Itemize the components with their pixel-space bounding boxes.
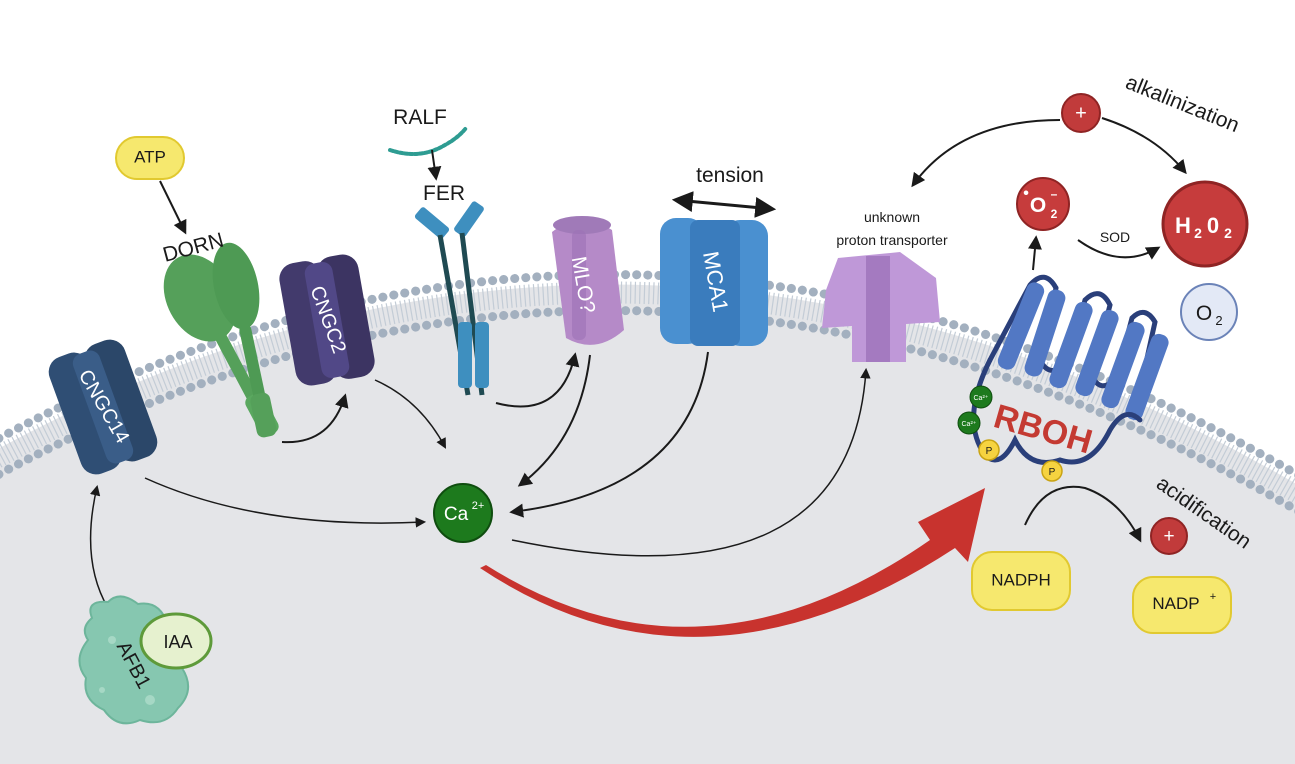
phosphate-1-label: P	[986, 446, 993, 457]
nadph-label: NADPH	[991, 570, 1051, 589]
cngc2-channel: CNGC2	[279, 254, 375, 386]
rboh-calcium-1: Ca²⁺	[969, 385, 993, 409]
proton-to-transporter-arrow	[911, 119, 1061, 188]
mca1-to-calcium-arrow	[509, 351, 709, 518]
dorn-to-cngc2-arrow	[281, 393, 349, 444]
phosphate-2-label: P	[1049, 467, 1056, 478]
rboh-calcium-2: Ca²⁺	[957, 411, 981, 435]
o2-molecule: O 2	[1180, 283, 1238, 341]
tension-label: tension	[696, 164, 764, 187]
superoxide-sub: 2	[1051, 207, 1058, 221]
h2o2-molecule: H 2 0 2	[1161, 180, 1249, 268]
phosphate-1: P	[978, 439, 1000, 461]
proton-to-h2o2-arrow	[1101, 117, 1187, 175]
rboh-enzyme	[971, 274, 1169, 465]
ralf-label: RALF	[393, 106, 447, 129]
nadph-molecule: NADPH	[971, 551, 1071, 611]
nadp-molecule: NADP +	[1132, 576, 1232, 634]
rboh-to-superoxide-arrow	[1027, 235, 1042, 271]
atp-molecule: ATP	[115, 136, 185, 180]
calcium-label: Ca	[444, 504, 469, 525]
superoxide-dot: •	[1023, 185, 1029, 202]
iaa-label: IAA	[163, 632, 192, 652]
rboh-calcium-1-label: Ca²⁺	[974, 395, 989, 402]
mlo-to-calcium-arrow	[517, 354, 591, 487]
afb1-to-cngc14-arrow	[89, 484, 109, 609]
h2o2-o: 0	[1207, 213, 1219, 238]
sod-arrow	[1077, 239, 1161, 260]
calcium-to-rboh-red-arrow	[480, 488, 985, 637]
o2-sub: 2	[1215, 313, 1222, 328]
fer-to-mlo-arrow	[495, 352, 580, 408]
h2o2-sub2: 2	[1224, 225, 1232, 241]
mlo-channel: MLO?	[552, 216, 624, 345]
atp-to-dorn-arrow	[159, 180, 187, 235]
proton-bottom-sign: +	[1163, 526, 1174, 547]
calcium-charge: 2+	[472, 500, 485, 512]
calcium-to-transporter-arrow	[511, 367, 871, 557]
fer-receptor	[414, 201, 489, 396]
nadph-to-nadp-arrow	[1024, 485, 1142, 543]
proton-bottom: +	[1150, 517, 1188, 555]
transporter-label-line1: unknown	[864, 209, 920, 225]
calcium-ion: Ca 2+	[433, 483, 493, 543]
ralf-peptide	[388, 126, 468, 156]
sod-label: SOD	[1100, 229, 1130, 245]
proton-top: +	[1061, 93, 1101, 133]
ralf-to-fer-arrow	[427, 149, 442, 181]
h2o2-h: H	[1175, 213, 1191, 238]
tension-arrow	[671, 191, 777, 218]
phosphate-2: P	[1041, 460, 1063, 482]
transporter-label-line2: proton transporter	[836, 232, 948, 248]
mca1-channel: MCA1	[660, 218, 768, 346]
atp-label: ATP	[134, 147, 166, 166]
rboh-calcium-2-label: Ca²⁺	[962, 421, 977, 428]
iaa-molecule: IAA	[139, 612, 213, 670]
superoxide-o: O	[1030, 194, 1046, 217]
fer-label: FER	[423, 182, 465, 205]
cytoplasm	[0, 284, 1295, 764]
alkalinization-label: alkalinization	[1122, 71, 1242, 137]
plasma-membrane	[0, 270, 1295, 515]
nadp-charge: +	[1210, 591, 1216, 603]
proton-top-sign: +	[1075, 102, 1087, 124]
superoxide-charge: –	[1051, 187, 1058, 201]
cngc14-channel: CNGC14	[48, 339, 158, 475]
cngc2-to-calcium-arrow	[374, 379, 446, 449]
h2o2-sub1: 2	[1194, 225, 1202, 241]
superoxide-molecule: • O 2 –	[1016, 177, 1070, 231]
cngc14-to-calcium-arrow	[144, 477, 427, 528]
o2-o: O	[1196, 302, 1212, 325]
nadp-label: NADP	[1152, 594, 1199, 613]
unknown-proton-transporter	[822, 252, 940, 362]
